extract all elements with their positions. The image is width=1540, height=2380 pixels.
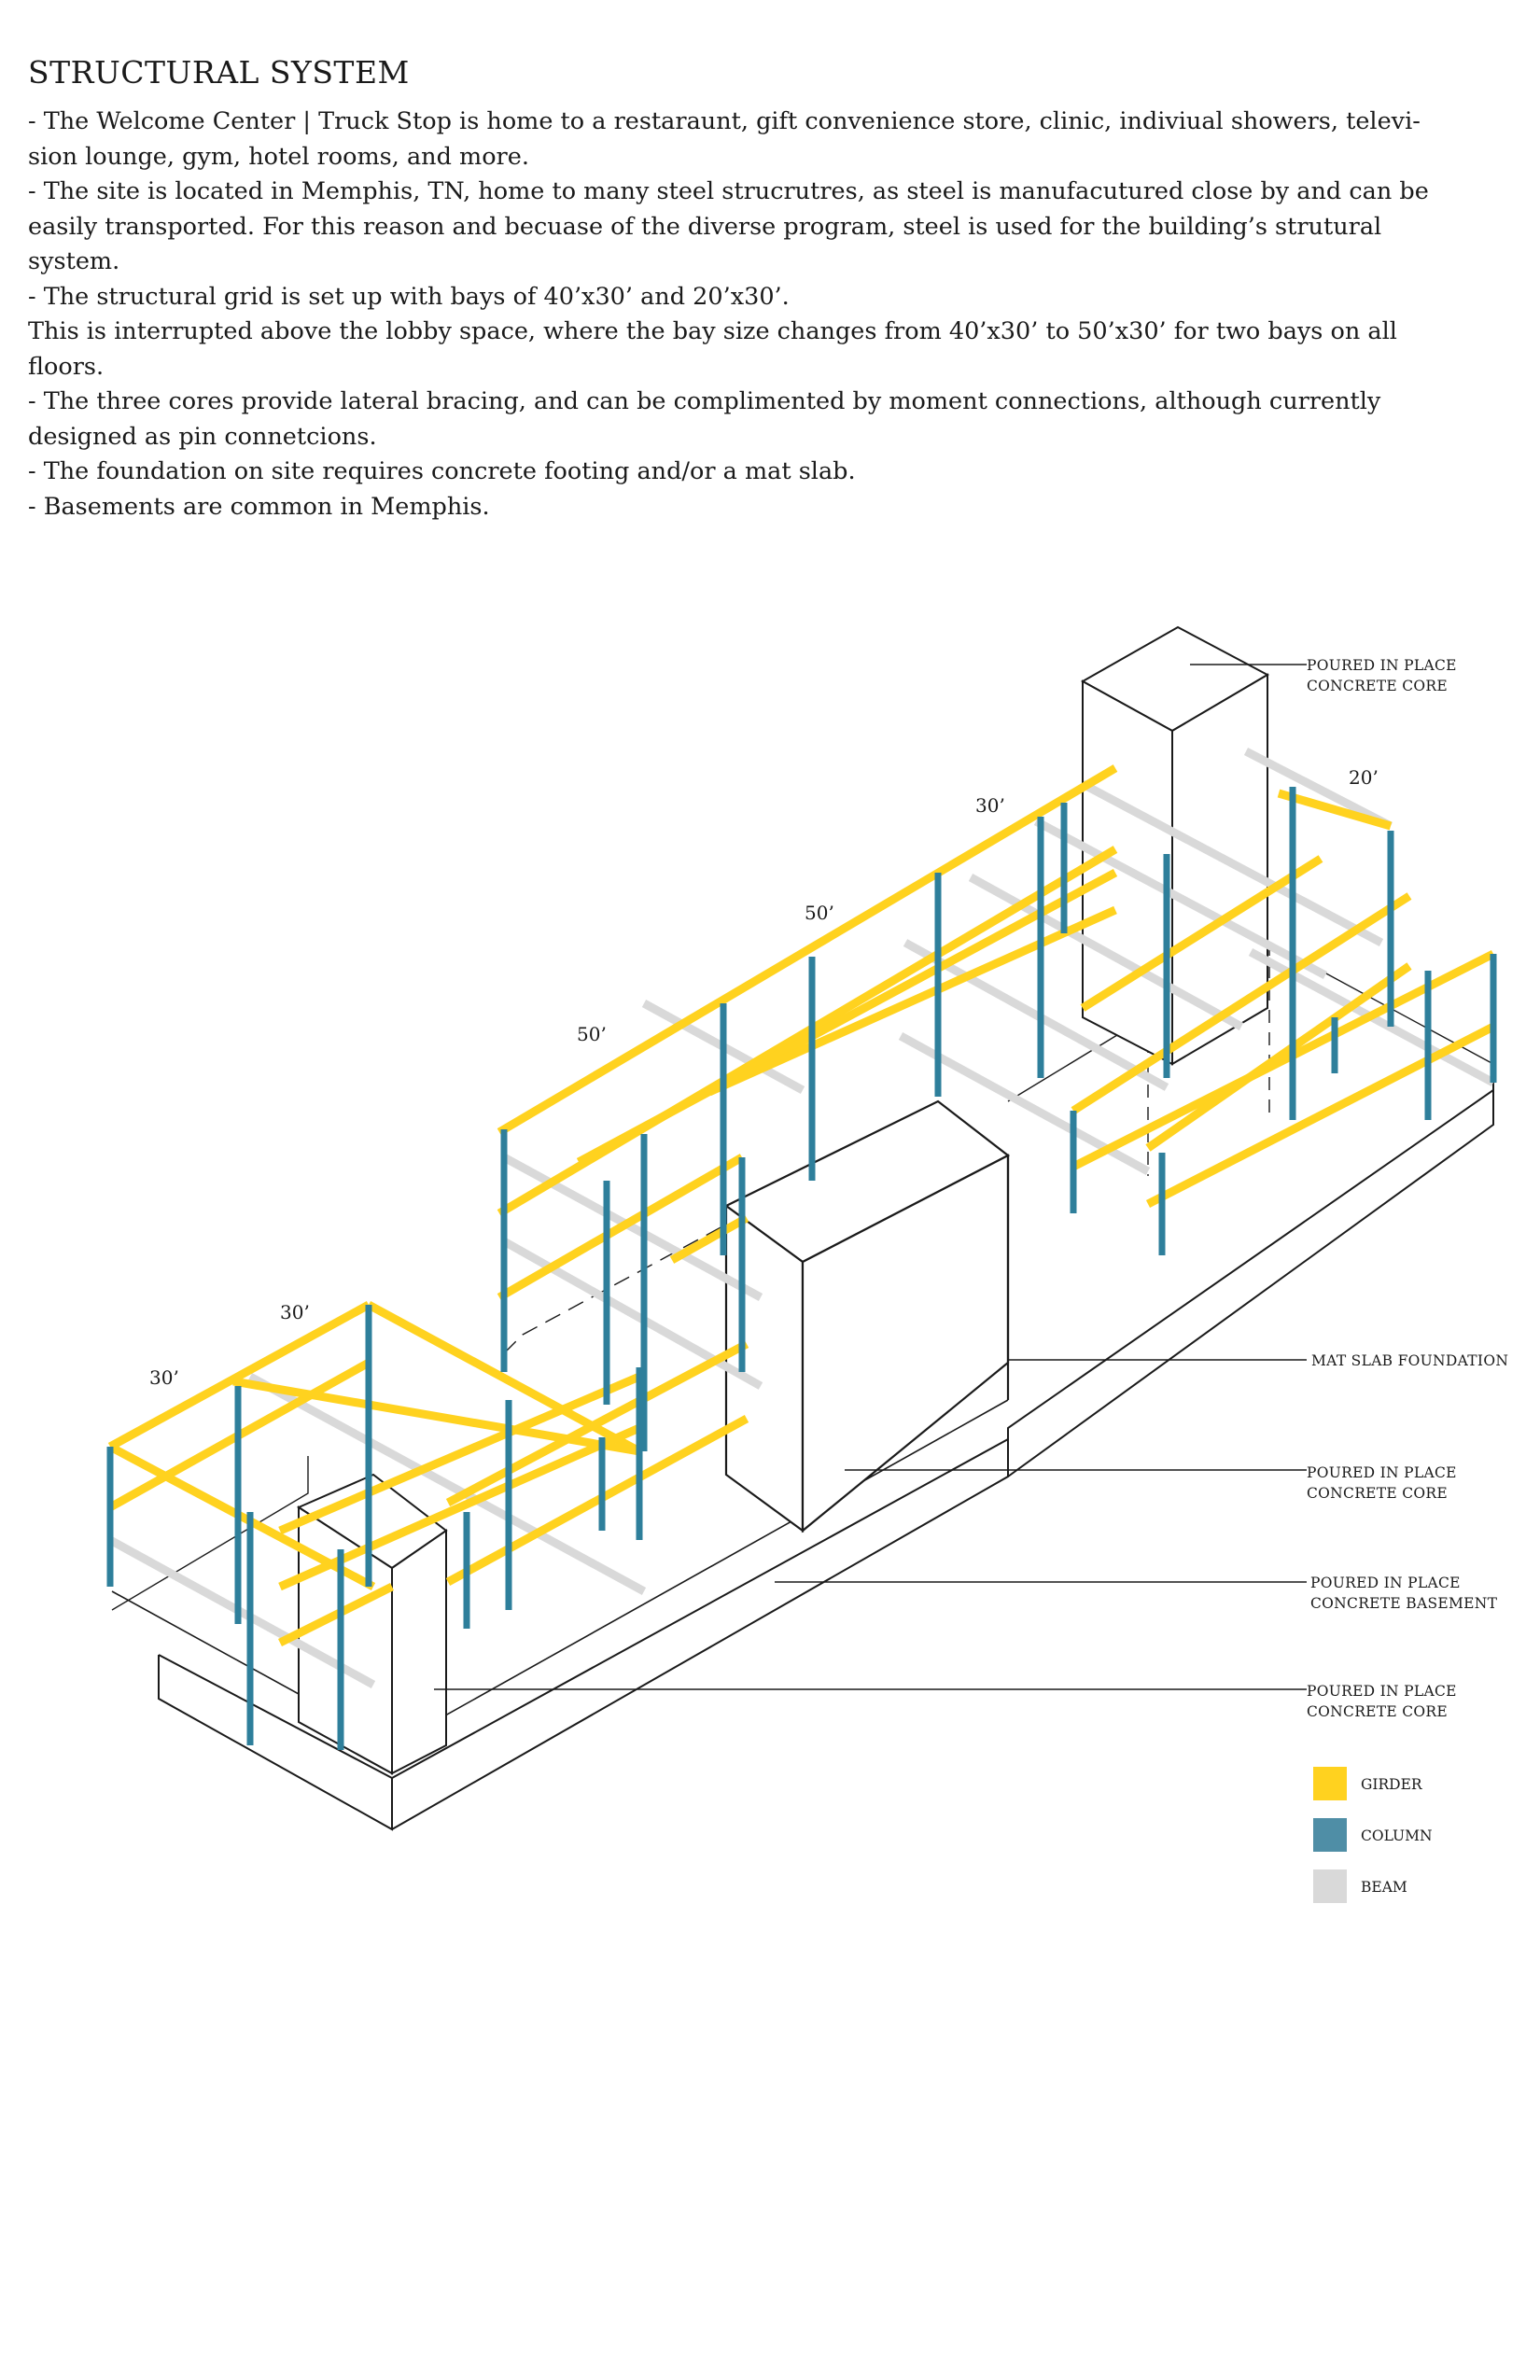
dimension-label: 30’ [975, 794, 1005, 817]
dimension-label: 20’ [1349, 766, 1379, 789]
callout-core-mid-line1: POURED IN PLACE [1307, 1464, 1457, 1481]
callout-core-top-line2: CONCRETE CORE [1307, 678, 1448, 694]
dimension-label: 50’ [577, 1023, 607, 1045]
paragraph-cores: - The three cores provide lateral bracin… [28, 387, 1381, 451]
paragraph-site: - The site is located in Memphis, TN, ho… [28, 177, 1429, 275]
dimension-label: 50’ [805, 902, 834, 924]
paragraph-program: - The Welcome Center | Truck Stop is hom… [28, 107, 1421, 171]
callout-basement-line1: POURED IN PLACE [1310, 1575, 1461, 1591]
paragraph-foundation: - The foundation on site requires concre… [28, 457, 856, 485]
page-title: STRUCTURAL SYSTEM [28, 54, 410, 91]
paragraph-lobby: This is interrupted above the lobby spac… [28, 317, 1397, 381]
paragraph-grid: - The structural grid is set up with bay… [28, 282, 790, 311]
callout-basement-line2: CONCRETE BASEMENT [1310, 1595, 1498, 1612]
callout-core-low-line2: CONCRETE CORE [1307, 1703, 1448, 1720]
legend-column-label: COLUMN [1361, 1827, 1433, 1844]
callout-core-low-line1: POURED IN PLACE [1307, 1683, 1457, 1700]
concrete-core-middle [723, 1099, 1011, 1533]
legend-girder-swatch [1313, 1767, 1347, 1800]
structural-axonometric-diagram: 30’ 20’ 50’ 50’ 30’ 30’ POURED IN PLACE … [106, 625, 1508, 1903]
callout-leaders [434, 664, 1307, 1690]
legend-girder-label: GIRDER [1361, 1776, 1423, 1793]
callout-core-mid-line2: CONCRETE CORE [1307, 1485, 1448, 1502]
paragraph-basements: - Basements are common in Memphis. [28, 492, 490, 521]
dimension-label: 30’ [149, 1366, 179, 1389]
legend-column-swatch [1313, 1818, 1347, 1852]
dimension-label: 30’ [280, 1301, 310, 1323]
concrete-core-top [1080, 625, 1270, 1066]
columns [106, 787, 1497, 1750]
description-text: - The Welcome Center | Truck Stop is hom… [28, 105, 1456, 525]
legend-beam-label: BEAM [1361, 1879, 1407, 1896]
legend-beam-swatch [1313, 1869, 1347, 1903]
callout-core-top-line1: POURED IN PLACE [1307, 657, 1457, 674]
callout-mat-slab: MAT SLAB FOUNDATION [1311, 1352, 1508, 1369]
girders [107, 764, 1496, 1647]
legend: GIRDER COLUMN BEAM [1313, 1767, 1433, 1903]
